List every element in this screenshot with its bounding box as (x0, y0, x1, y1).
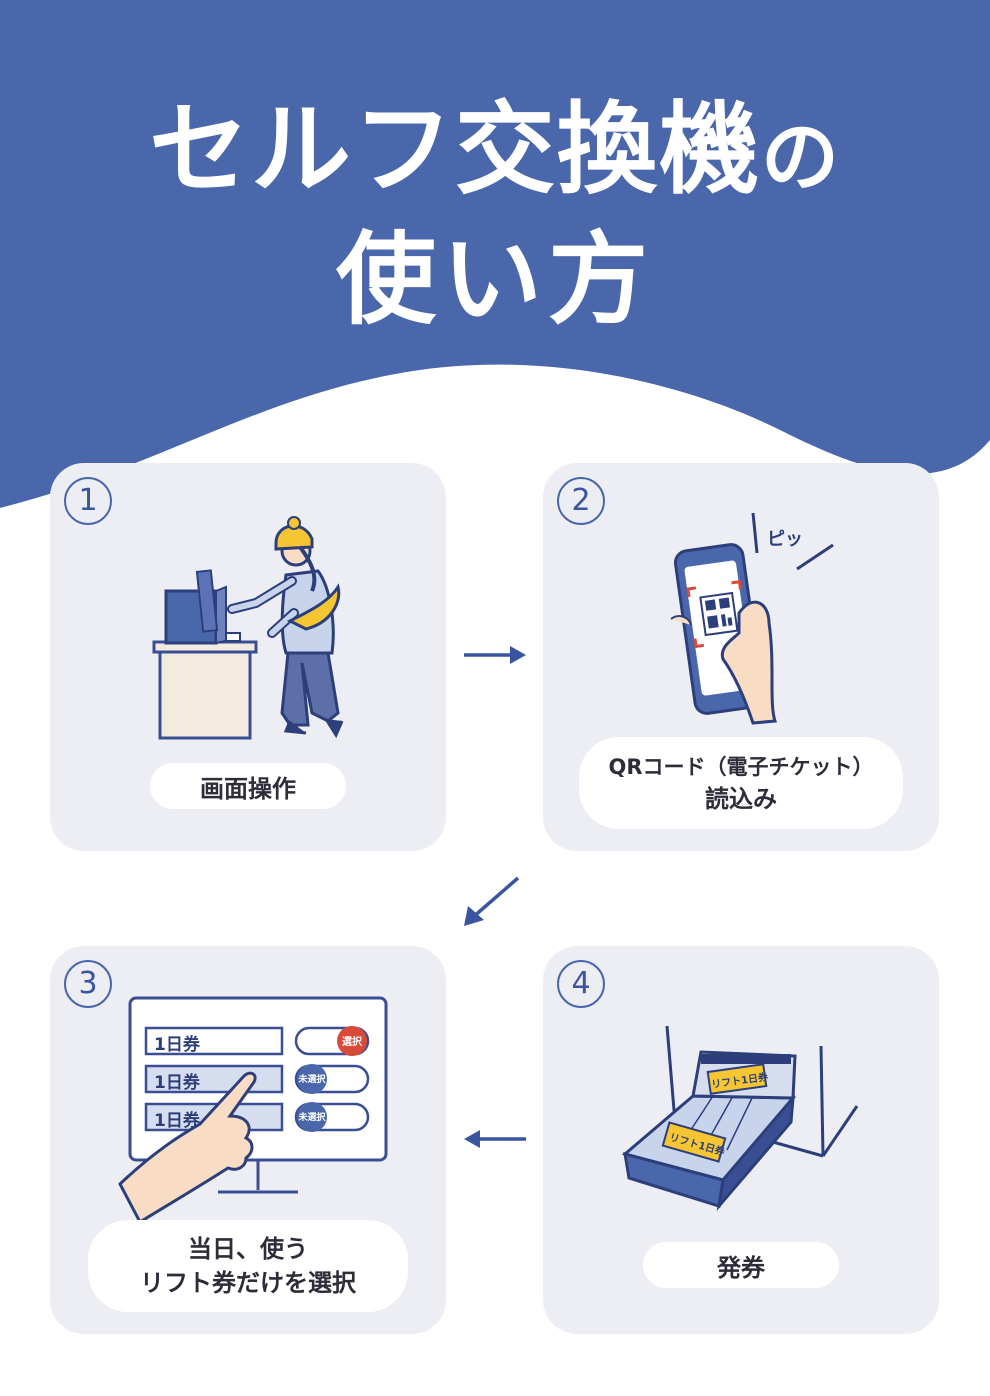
arrow-left-icon (464, 1130, 526, 1148)
phone-qr-illustration (670, 512, 834, 725)
header-wave-background (0, 0, 990, 508)
page-title-line1: セルフ交換機の (148, 91, 841, 208)
step-label-2: QRコード（電子チケット） 読込み (579, 737, 903, 829)
status-badge-selected[interactable]: 選択 (342, 1037, 362, 1048)
monitor-selection-illustration (118, 996, 388, 1225)
beep-text: ピッ (767, 529, 803, 550)
step-label-4: 発券 (643, 1242, 839, 1288)
ticket-row-3-label: 1日券 (154, 1111, 200, 1131)
ticket-row-1-label: 1日券 (154, 1035, 200, 1055)
step-card-3: 1日券 1日券 1日券 選択 未選択 未選択 3 当日、使う リフト券だけを選択 (50, 946, 446, 1334)
step-number-3: 3 (64, 960, 112, 1008)
step-number-1: 1 (64, 477, 112, 525)
kiosk-user-illustration (152, 516, 344, 740)
page-title-line2: 使い方 (336, 221, 654, 338)
ticket-row-2-label: 1日券 (154, 1073, 200, 1093)
ticket-dispenser-illustration (621, 1025, 859, 1211)
step-label-1: 画面操作 (150, 763, 346, 809)
step-card-4: リフト1日券 リフト1日券 4 発券 (543, 946, 939, 1334)
status-badge-unselected[interactable]: 未選択 (298, 1113, 326, 1123)
step-label-3: 当日、使う リフト券だけを選択 (88, 1220, 408, 1312)
step-card-1: 1 画面操作 (50, 463, 446, 851)
arrow-down-left-icon (464, 876, 520, 926)
step-number-2: 2 (557, 477, 605, 525)
step-card-2: ピッ 2 QRコード（電子チケット） 読込み (543, 463, 939, 851)
status-badge-unselected[interactable]: 未選択 (298, 1075, 326, 1085)
step-number-4: 4 (557, 960, 605, 1008)
arrow-right-icon (464, 646, 526, 664)
